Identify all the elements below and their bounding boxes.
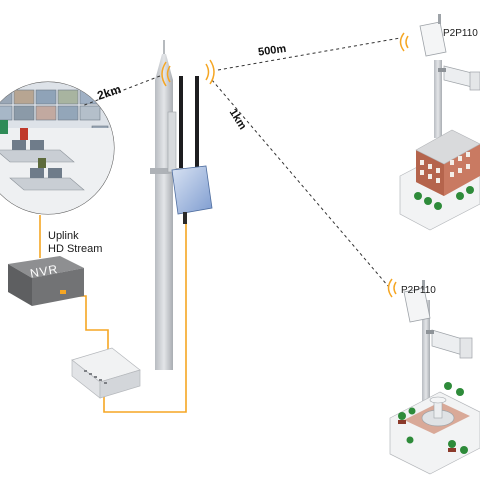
link-to-room (81, 75, 161, 107)
p2p-radio-top (419, 14, 447, 57)
building-top (399, 129, 480, 231)
cable-nvr-to-switch (58, 295, 109, 354)
nvr-device: NVR (8, 256, 84, 306)
wireless-links (81, 37, 401, 287)
distance-label-2km: 2km (95, 82, 122, 103)
cable-switch-to-radio (103, 224, 187, 413)
distance-label-500m: 500m (257, 43, 287, 59)
nvr-label: NVR (29, 262, 59, 281)
p2p-radio-bottom (403, 280, 431, 323)
remote-site-bottom: P2P110 (389, 280, 480, 475)
hd-stream-label: HD Stream (48, 243, 102, 255)
base-station-radio (171, 76, 213, 224)
uplink-label: Uplink (48, 230, 79, 242)
operator-desk (0, 120, 85, 191)
poe-switch (71, 347, 141, 399)
wifi-wave-icon (161, 32, 409, 298)
cctv-camera-bottom (426, 329, 473, 359)
plaza-fountain (389, 382, 480, 475)
cctv-camera-top (438, 65, 480, 91)
distance-label-1km: 1km (227, 107, 249, 132)
device-label-bottom: P2P110 (401, 285, 436, 296)
link-to-top-remote (217, 37, 401, 71)
remote-site-top: P2P110 (399, 14, 480, 231)
monitoring-room-illustration (0, 81, 115, 215)
device-label-top: P2P110 (443, 28, 478, 39)
